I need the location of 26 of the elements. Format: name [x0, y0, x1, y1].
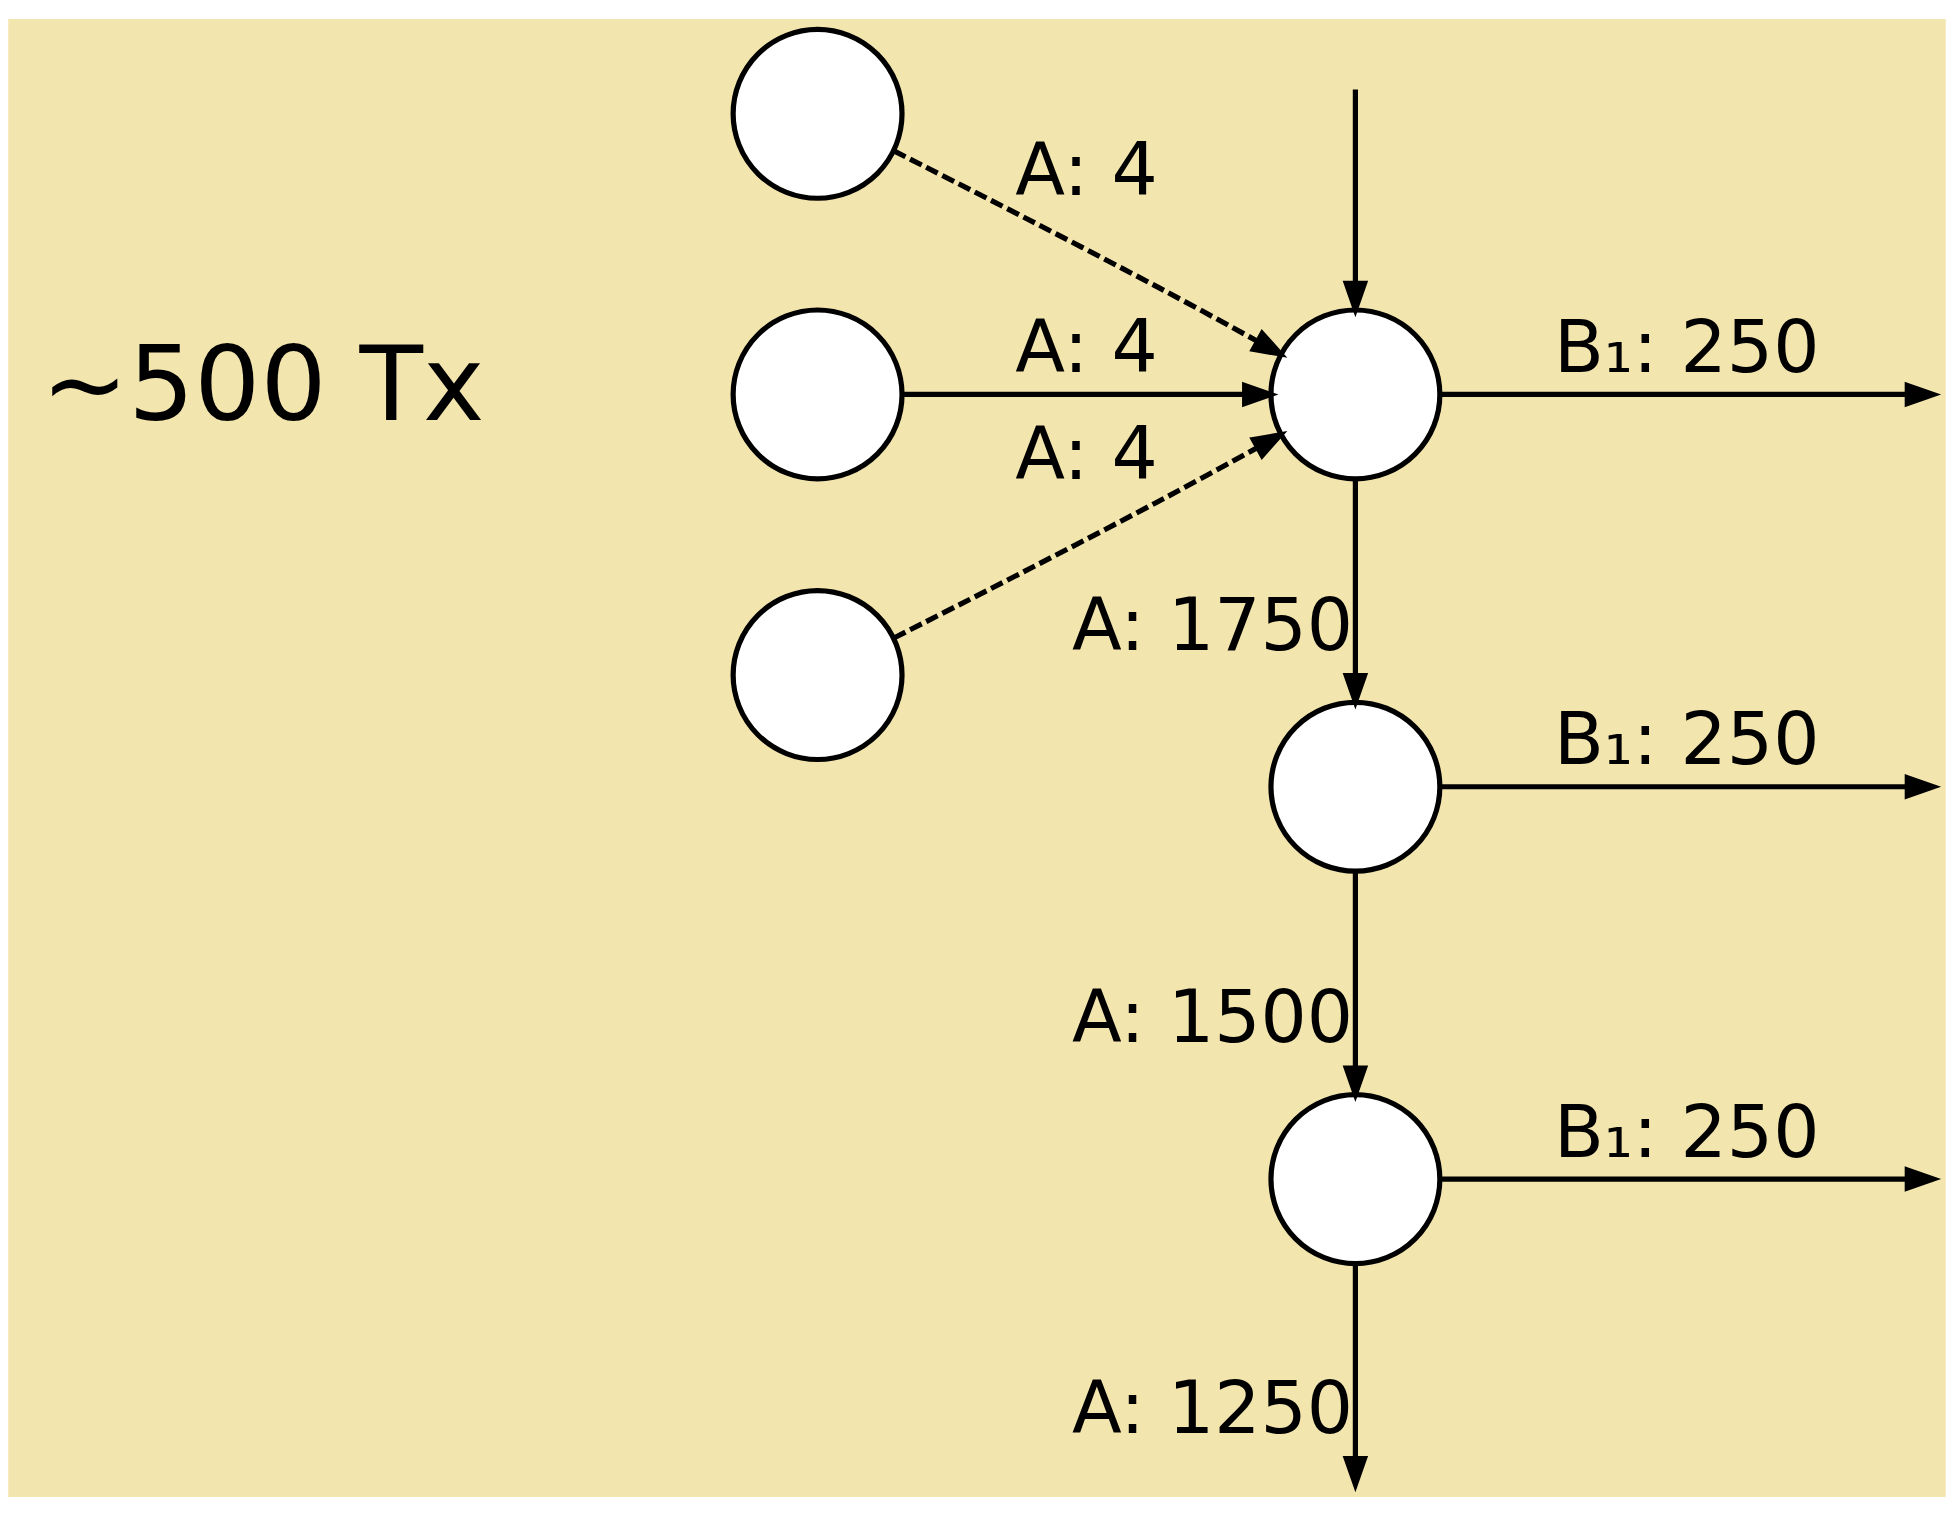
node-circle — [1268, 307, 1443, 482]
edge-label: A: 1750 — [1071, 581, 1354, 667]
arrow — [902, 381, 1279, 408]
edge-label: A: 1500 — [1071, 973, 1354, 1059]
arrow — [1342, 872, 1369, 1102]
node-circle — [1268, 1092, 1443, 1267]
edge-label: B₁: 250 — [1553, 1088, 1820, 1174]
arrow — [1342, 89, 1369, 318]
arrow — [1342, 479, 1369, 710]
edge-label: A: 4 — [1015, 127, 1158, 213]
arrow — [1440, 774, 1942, 800]
arrow — [892, 431, 1288, 641]
arrow — [1342, 1263, 1369, 1493]
node-circle — [730, 307, 905, 482]
edge-label: B₁: 250 — [1553, 696, 1820, 782]
node-circle — [1268, 699, 1443, 874]
edge-label: A: 4 — [1015, 410, 1158, 496]
node-circle — [730, 588, 905, 763]
arrow — [892, 148, 1288, 358]
node-circle — [730, 26, 905, 201]
edge-label: A: 1250 — [1071, 1364, 1354, 1450]
arrow — [1440, 1166, 1942, 1192]
edge-label: B₁: 250 — [1553, 304, 1820, 390]
label: ~500 Tx — [41, 324, 485, 446]
arrow — [1440, 381, 1942, 408]
edge-label: A: 4 — [1015, 304, 1158, 390]
